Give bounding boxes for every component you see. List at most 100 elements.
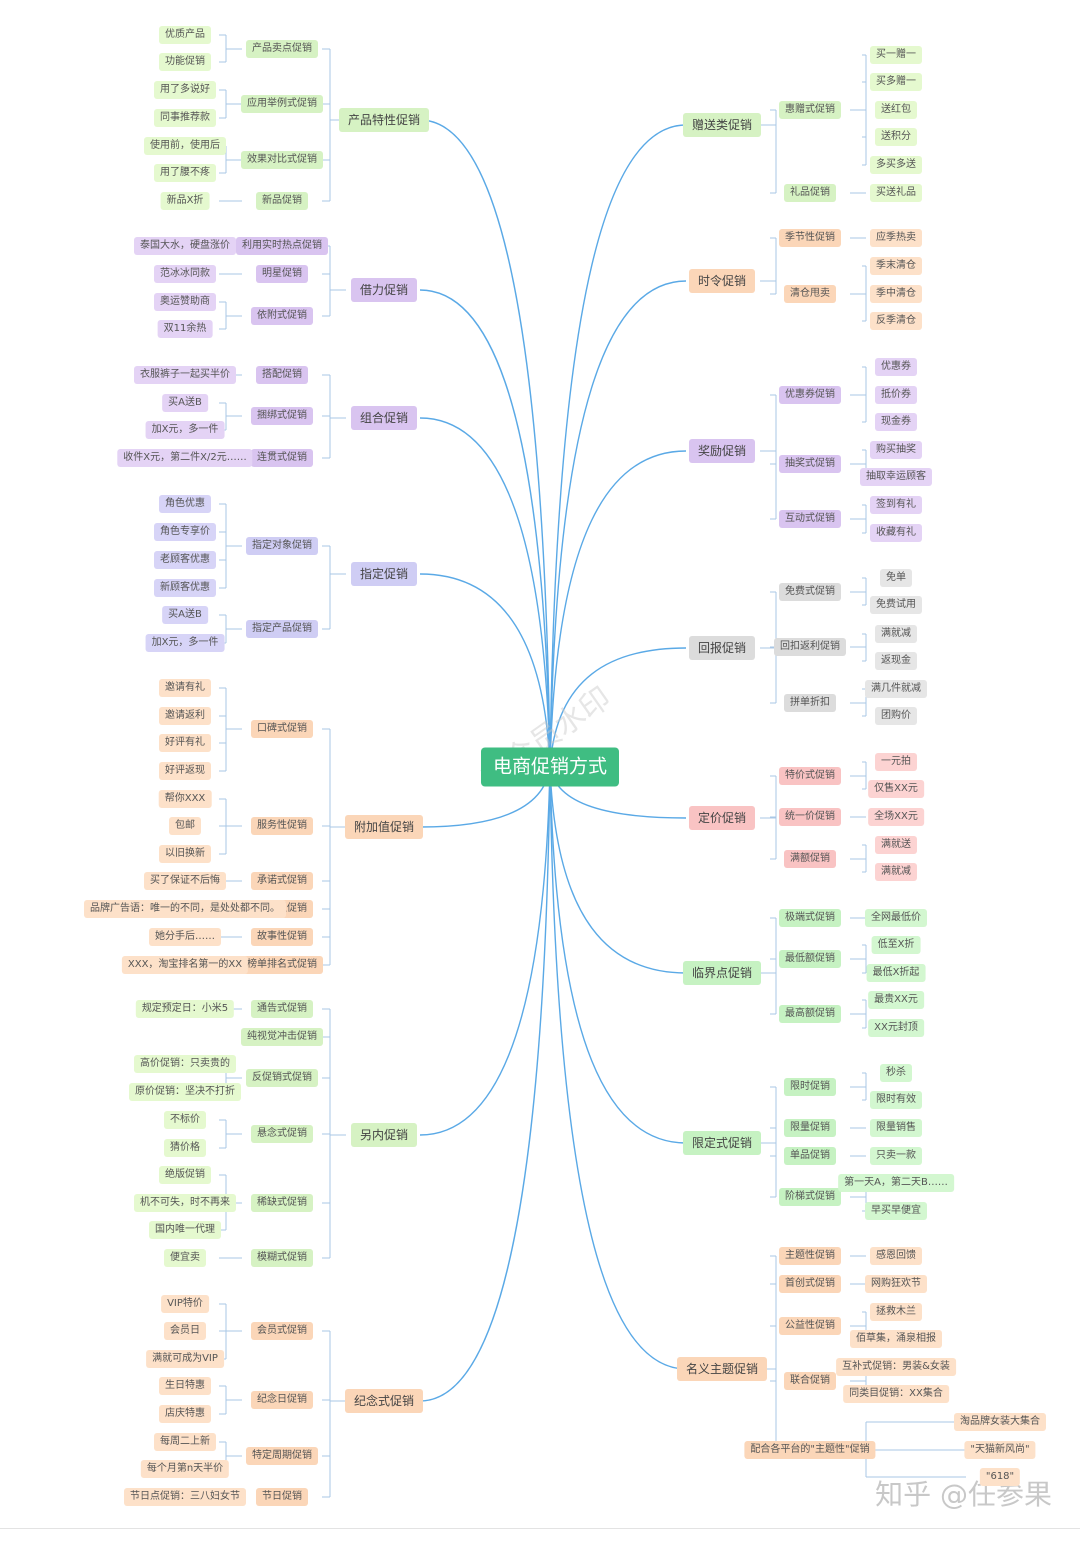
sub-branch[interactable]: 通告式促销 [251,1000,313,1018]
leaf-item[interactable]: 早买早便宜 [865,1202,927,1220]
sub-branch[interactable]: 会员式促销 [251,1322,313,1340]
sub-branch[interactable]: 季节性促销 [779,229,841,247]
leaf-item[interactable]: 签到有礼 [870,496,922,514]
leaf-item[interactable]: 品牌广告语：唯一的不同，是处处都不同。 [84,900,286,918]
leaf-item[interactable]: 店庆特惠 [159,1405,211,1423]
leaf-item[interactable]: 猜价格 [164,1139,206,1157]
leaf-item[interactable]: 买了保证不后悔 [144,872,226,890]
sub-branch[interactable]: 礼品促销 [784,184,836,202]
leaf-item[interactable]: 秒杀 [880,1064,912,1082]
leaf-item[interactable]: 满就减 [875,625,917,643]
leaf-item[interactable]: 季末清仓 [870,257,922,275]
sub-branch[interactable]: 连贯式促销 [251,449,313,467]
sub-branch[interactable]: 最低额促销 [779,950,841,968]
leaf-item[interactable]: 限量销售 [870,1119,922,1137]
sub-branch[interactable]: 首创式促销 [779,1275,841,1293]
leaf-item[interactable]: XX元封顶 [868,1019,924,1037]
sub-branch[interactable]: 利用实时热点促销 [236,237,328,255]
sub-branch[interactable]: 效果对比式促销 [241,151,323,169]
sub-branch[interactable]: 榜单排名式促销 [241,956,323,974]
leaf-item[interactable]: 优惠券 [875,358,917,376]
sub-branch[interactable]: 特价式促销 [779,767,841,785]
sub-branch[interactable]: 单品促销 [784,1147,836,1165]
leaf-item[interactable]: 只卖一款 [870,1147,922,1165]
leaf-item[interactable]: 团购价 [875,707,917,725]
sub-branch[interactable]: 明星促销 [256,265,308,283]
sub-branch[interactable]: 回扣返利促销 [774,638,846,656]
sub-branch[interactable]: 配合各平台的"主题性"促销 [744,1441,876,1459]
sub-branch[interactable]: 纪念日促销 [251,1391,313,1409]
leaf-item[interactable]: 收件X元，第二件X/2元…… [117,449,253,467]
sub-branch[interactable]: 优惠券促销 [779,386,841,404]
leaf-item[interactable]: 买送礼品 [870,184,922,202]
leaf-item[interactable]: 她分手后…… [149,928,221,946]
branch-right-7[interactable]: 名义主题促销 [676,1357,768,1381]
sub-branch[interactable]: 清仓甩卖 [784,285,836,303]
leaf-item[interactable]: 优质产品 [159,26,211,44]
leaf-item[interactable]: 好评返现 [159,762,211,780]
leaf-item[interactable]: 同类目促销：XX集合 [843,1385,949,1403]
leaf-item[interactable]: 用了多说好 [154,81,216,99]
branch-left-4[interactable]: 附加值促销 [344,815,424,839]
leaf-item[interactable]: 加X元，多一件 [145,634,225,652]
leaf-item[interactable]: "天猫新风尚" [964,1441,1036,1459]
sub-branch[interactable]: 悬念式促销 [251,1125,313,1143]
leaf-item[interactable]: 邀请返利 [159,707,211,725]
sub-branch[interactable]: 主题性促销 [779,1247,841,1265]
branch-left-5[interactable]: 另内促销 [350,1123,418,1147]
sub-branch[interactable]: 最高额促销 [779,1005,841,1023]
leaf-item[interactable]: 帮你XXX [158,790,212,808]
leaf-item[interactable]: 网购狂欢节 [865,1275,927,1293]
sub-branch[interactable]: 口碑式促销 [251,720,313,738]
leaf-item[interactable]: 角色专享价 [154,523,216,541]
leaf-item[interactable]: 淘品牌女装大集合 [954,1413,1046,1431]
branch-right-0[interactable]: 赠送类促销 [682,113,762,137]
leaf-item[interactable]: 免单 [880,569,912,587]
leaf-item[interactable]: 功能促销 [159,53,211,71]
sub-branch[interactable]: 拼单折扣 [784,694,836,712]
leaf-item[interactable]: 新品X折 [160,192,210,210]
leaf-item[interactable]: 每个月第n天半价 [140,1460,230,1478]
leaf-item[interactable]: 买多赠一 [870,73,922,91]
sub-branch[interactable]: 阶梯式促销 [779,1188,841,1206]
leaf-item[interactable]: 全网最低价 [865,909,927,927]
leaf-item[interactable]: 生日特惠 [159,1377,211,1395]
sub-branch[interactable]: 指定产品促销 [246,620,318,638]
leaf-item[interactable]: VIP特价 [161,1295,209,1313]
leaf-item[interactable]: 佰草集，涌泉相报 [850,1330,942,1348]
leaf-item[interactable]: 仅售XX元 [868,780,924,798]
leaf-item[interactable]: 满几件就减 [865,680,927,698]
leaf-item[interactable]: 机不可失，时不再来 [134,1194,236,1212]
leaf-item[interactable]: 会员日 [164,1322,206,1340]
leaf-item[interactable]: 抽取幸运顾客 [860,468,932,486]
leaf-item[interactable]: 泰国大水，硬盘涨价 [134,237,236,255]
leaf-item[interactable]: 现金券 [875,413,917,431]
sub-branch[interactable]: 统一价促销 [779,808,841,826]
branch-right-5[interactable]: 临界点促销 [682,961,762,985]
leaf-item[interactable]: 反季清仓 [870,312,922,330]
leaf-item[interactable]: 规定预定日：小米5 [135,1000,235,1018]
leaf-item[interactable]: 收藏有礼 [870,524,922,542]
sub-branch[interactable]: 满额促销 [784,850,836,868]
sub-branch[interactable]: 互动式促销 [779,510,841,528]
leaf-item[interactable]: 用了腰不疼 [154,164,216,182]
leaf-item[interactable]: 免费试用 [870,596,922,614]
sub-branch[interactable]: 免费式促销 [779,583,841,601]
sub-branch[interactable]: 搭配促销 [256,366,308,384]
leaf-item[interactable]: 买一赠一 [870,46,922,64]
leaf-item[interactable]: 拯救木兰 [870,1303,922,1321]
leaf-item[interactable]: 绝版促销 [159,1166,211,1184]
sub-branch[interactable]: 惠赠式促销 [779,101,841,119]
leaf-item[interactable]: 高价促销：只卖贵的 [134,1055,236,1073]
leaf-item[interactable]: 满就可成为VIP [146,1350,224,1368]
sub-branch[interactable]: 限量促销 [784,1119,836,1137]
branch-left-0[interactable]: 产品特性促销 [338,108,430,132]
leaf-item[interactable]: 感恩回馈 [870,1247,922,1265]
sub-branch[interactable]: 指定对象促销 [246,537,318,555]
sub-branch[interactable]: 节日促销 [256,1488,308,1506]
branch-left-1[interactable]: 借力促销 [350,278,418,302]
leaf-item[interactable]: 第一天A，第二天B…… [838,1174,954,1192]
leaf-item[interactable]: 全场XX元 [868,808,924,826]
leaf-item[interactable]: 每周二上新 [154,1433,216,1451]
leaf-item[interactable]: 国内唯一代理 [149,1221,221,1239]
